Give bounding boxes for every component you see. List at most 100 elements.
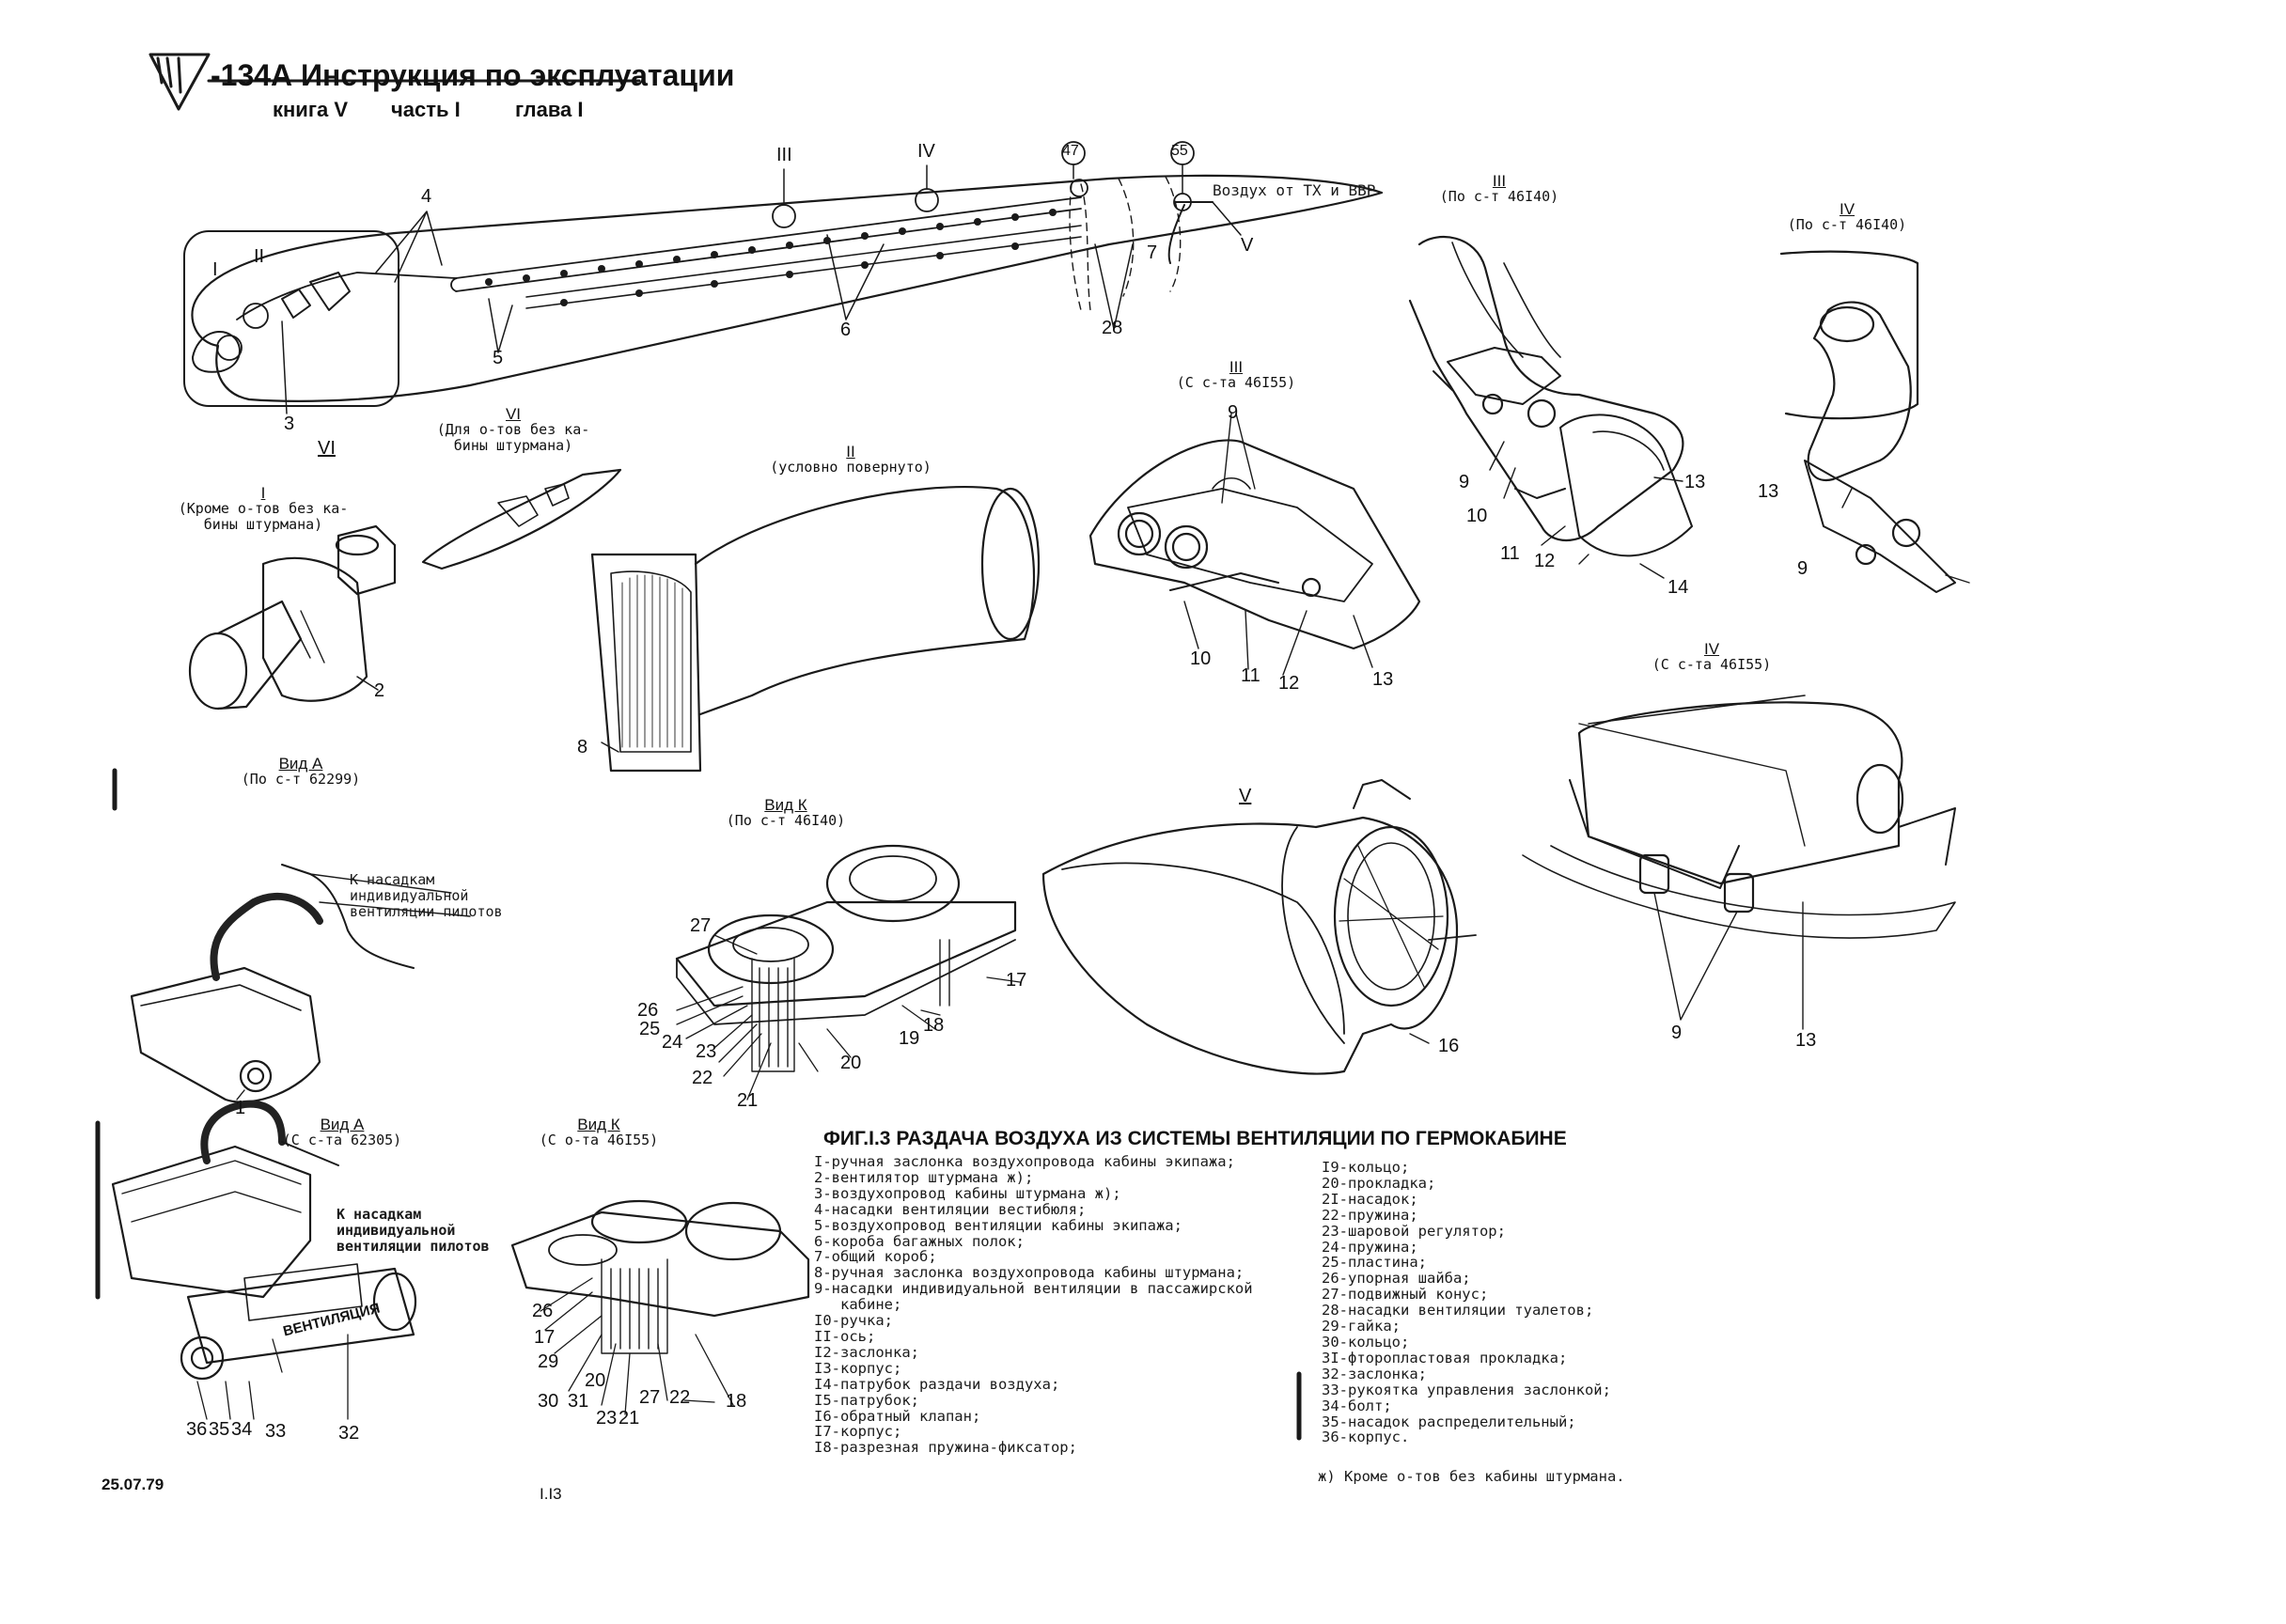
legend-item: 8-ручная заслонка воздухопровода кабины …	[814, 1264, 1245, 1282]
part-number: 34	[231, 1419, 253, 1440]
part-number: 23	[596, 1408, 618, 1429]
footnote: ж) Кроме о-тов без кабины штурмана.	[1318, 1468, 1625, 1485]
part-number: 1	[235, 1098, 246, 1118]
part-number: 19	[899, 1028, 920, 1049]
part-number: 21	[737, 1090, 759, 1111]
part-number: 9	[1228, 402, 1239, 423]
caption-note-1: (Кроме о-тов без ка-	[178, 500, 349, 517]
legend-item: I8-разрезная пружина-фиксатор;	[814, 1439, 1077, 1457]
part-number: 26	[532, 1301, 554, 1321]
caption-view-III-46155: III (С с-та 46I55)	[1166, 359, 1307, 391]
part-number: 9	[1459, 472, 1470, 492]
caption-note: (По с-т 46I40)	[1439, 188, 1559, 205]
legend-item: 29-гайка;	[1322, 1318, 1401, 1335]
legend-item: 22-пружина;	[1322, 1206, 1418, 1224]
legend-item: 24-пружина;	[1322, 1238, 1418, 1256]
caption-view-IV-46140: IV (По с-т 46I40)	[1777, 201, 1918, 233]
legend-item: 2I-насадок;	[1322, 1190, 1418, 1208]
legend-item: 3-воздухопровод кабины штурмана ж);	[814, 1184, 1121, 1202]
part-number: 25	[639, 1019, 661, 1039]
overview-num-6: 6	[840, 320, 852, 340]
part-number: 27	[690, 915, 712, 936]
view-VI-drawing	[421, 468, 622, 570]
part-number: 36	[186, 1419, 208, 1440]
overview-num-3: 3	[284, 414, 295, 434]
caption-note: (С о-та 46I55)	[539, 1132, 659, 1148]
legend-left: I-ручная заслонка воздухопровода кабины …	[814, 1154, 1253, 1456]
caption-view-A-62305: Вид А (С с-та 62305)	[267, 1116, 417, 1148]
overview-roman-V: V	[1241, 235, 1254, 256]
callout-line: К насадкам	[337, 1206, 422, 1223]
caption-title: II	[846, 443, 855, 461]
caption-title: Вид А	[278, 755, 323, 773]
part-number: 17	[534, 1327, 556, 1348]
part-number: 12	[1278, 673, 1300, 694]
book-label: книга V	[273, 98, 349, 121]
legend-item: I4-патрубок раздачи воздуха;	[814, 1375, 1060, 1393]
fuselage-overview-diagram	[183, 141, 1384, 414]
caption-note: (По с-т 46I40)	[1787, 216, 1907, 233]
view-III-46155-drawing	[1088, 413, 1421, 676]
part-number: 30	[538, 1391, 559, 1412]
part-number: 22	[692, 1068, 713, 1088]
part-number: 35	[209, 1419, 230, 1440]
caption-note: (условно повернуто)	[770, 459, 932, 476]
overview-num-4: 4	[421, 186, 432, 207]
part-number: 31	[568, 1391, 589, 1412]
legend-item: 27-подвижный конус;	[1322, 1286, 1489, 1304]
view-IV-46155-drawing	[1522, 695, 1956, 1030]
view-K-46140-drawing	[675, 844, 1021, 1101]
callout-line: вентиляции пилотов	[350, 903, 503, 920]
caption-title: IV	[1839, 200, 1855, 218]
part-number: 33	[265, 1421, 287, 1442]
callout-line: К насадкам	[350, 871, 435, 888]
overview-roman-IV: IV	[917, 141, 935, 162]
issue-date: 25.07.79	[102, 1476, 164, 1493]
part-number: 10	[1190, 648, 1212, 669]
legend-item: I0-ручка;	[814, 1312, 893, 1330]
view-A-62299-drawing	[130, 864, 471, 1103]
callout-line: индивидуальной	[337, 1222, 456, 1239]
caption-note: (С с-та 46I55)	[1652, 656, 1772, 673]
logo-icon	[149, 53, 211, 111]
caption-note-2: бины штурмана)	[203, 516, 323, 533]
part-number: 22	[669, 1387, 691, 1408]
callout-pilot-ventilation-2: К насадкам индивидуальной вентиляции пил…	[337, 1207, 490, 1255]
part-number: 32	[338, 1423, 360, 1444]
caption-title: VI	[505, 405, 522, 423]
caption-view-K-46155: Вид К (С о-та 46I55)	[528, 1116, 669, 1148]
legend-item: 35-насадок распределительный;	[1322, 1413, 1576, 1430]
legend-item: 23-шаровой регулятор;	[1322, 1222, 1506, 1240]
overview-circle-55: 55	[1171, 143, 1188, 159]
legend-item: I5-патрубок;	[814, 1391, 919, 1409]
legend-item: 33-рукоятка управления заслонкой;	[1322, 1381, 1611, 1398]
part-number: 20	[585, 1370, 606, 1391]
view-II-drawing	[590, 486, 1041, 773]
caption-view-IV-46155: IV (С с-та 46I55)	[1641, 641, 1782, 673]
part-number: 2	[374, 680, 385, 701]
legend-item: 5-воздухопровод вентиляции кабины экипаж…	[814, 1216, 1182, 1234]
callout-line: вентиляции пилотов	[337, 1238, 490, 1255]
part-number: 13	[1795, 1030, 1817, 1051]
legend-item: 25-пластина;	[1322, 1254, 1427, 1272]
view-IV-46140-drawing	[1779, 250, 1970, 593]
part-number: 12	[1534, 551, 1556, 571]
part-number: 13	[1372, 669, 1394, 690]
part-number: 18	[726, 1391, 747, 1412]
overview-roman-VI: VI	[318, 438, 336, 459]
legend-item: I9-кольцо;	[1322, 1159, 1410, 1176]
legend-item: 32-заслонка;	[1322, 1365, 1427, 1382]
caption-note: (С с-та 46I55)	[1176, 374, 1296, 391]
part-number: 27	[639, 1387, 661, 1408]
legend-item: 30-кольцо;	[1322, 1333, 1410, 1351]
view-A-62305-drawing	[111, 1100, 417, 1420]
overview-num-5: 5	[493, 348, 504, 368]
legend-right: I9-кольцо; 20-прокладка; 2I-насадок; 22-…	[1322, 1160, 1611, 1445]
caption-title: IV	[1703, 640, 1720, 658]
part-number: 20	[840, 1053, 862, 1073]
caption-note: (По с-т 62299)	[241, 771, 361, 788]
legend-item: 36-корпус.	[1322, 1429, 1410, 1446]
legend-item: I6-обратный клапан;	[814, 1407, 981, 1425]
document-title: -134А Инструкция по эксплуатации	[211, 58, 735, 92]
caption-note-2: бины штурмана)	[453, 437, 573, 454]
